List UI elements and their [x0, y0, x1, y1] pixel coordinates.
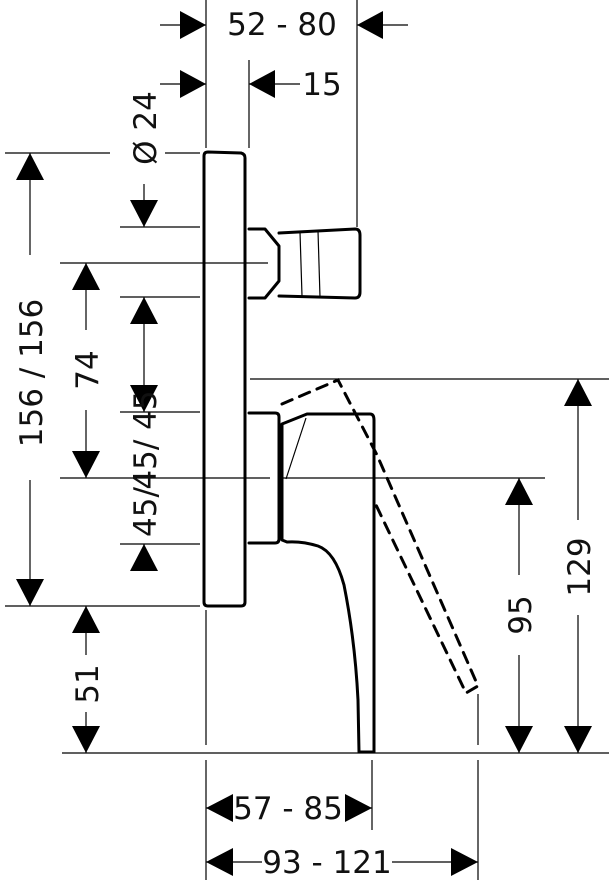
dimension-lines: [29, 24, 579, 863]
label-valve-offset: 15: [302, 67, 341, 103]
label-total-projection: 93 - 121: [262, 845, 392, 881]
label-spout-height: 95: [503, 595, 539, 634]
label-diameter: Ø 24: [128, 91, 164, 165]
label-upper-height: 74: [70, 350, 106, 389]
dimension-arrows: [16, 11, 592, 876]
label-projection: 57 - 85: [233, 791, 343, 827]
dimension-labels: 52 - 80 15 Ø 24 156 / 156 74 45/ 45 45/ …: [14, 7, 598, 881]
label-top-width: 52 - 80: [227, 7, 337, 43]
spout-lever: [280, 412, 376, 754]
label-total-height: 156 / 156: [14, 299, 50, 448]
label-bottom-height: 51: [70, 664, 106, 703]
label-lever-height: 129: [562, 537, 598, 596]
label-mid-spacing: 45/ 45: [128, 390, 164, 489]
wall-plate: [202, 150, 247, 608]
lever-base: [247, 411, 281, 545]
lever-raised-position: [280, 378, 480, 696]
diverter-knob: [247, 227, 362, 300]
label-lower-spacing: 45/: [128, 486, 164, 536]
